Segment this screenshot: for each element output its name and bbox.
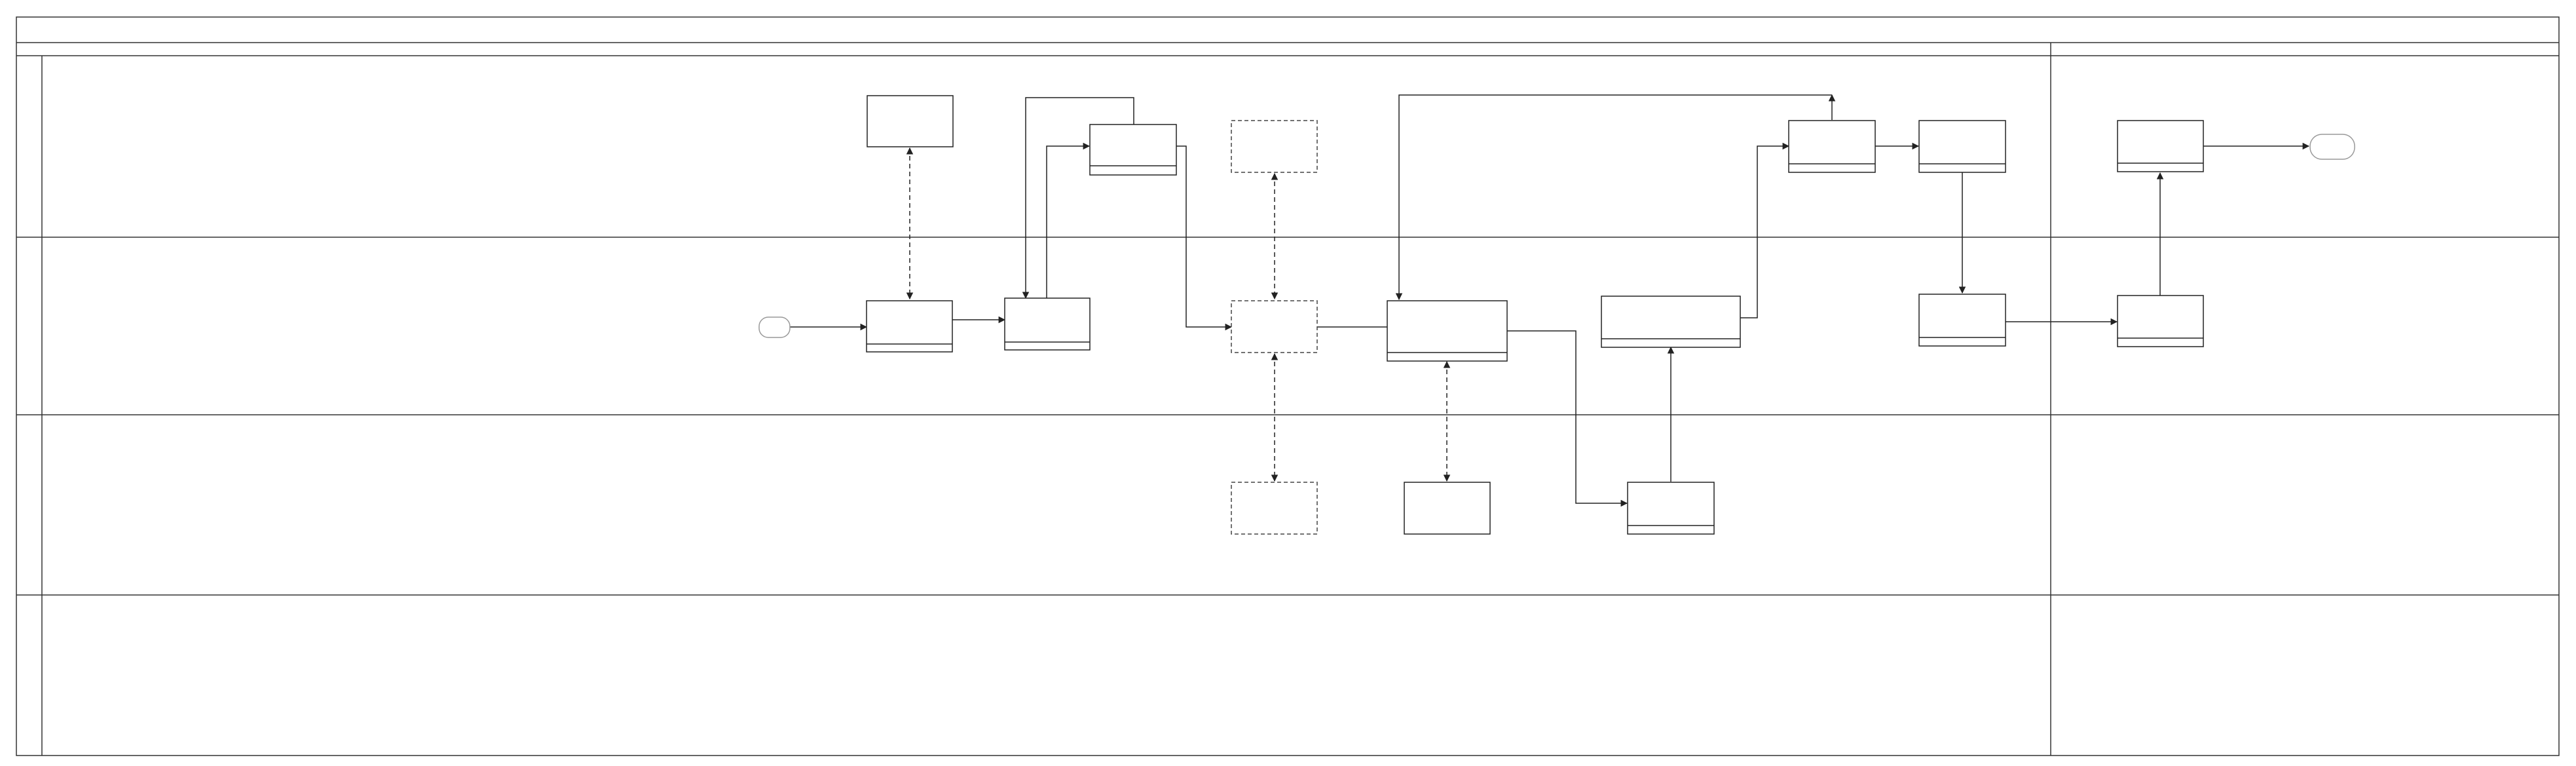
nodes [758,95,2355,535]
task-k[interactable] [2117,295,2204,347]
task-b[interactable] [1004,297,1091,351]
task-h[interactable] [1788,120,1876,173]
edge-task-c-to-gateway-d [1176,145,1233,331]
connectors [790,94,2310,507]
gateway-d[interactable] [1231,300,1318,353]
edge-task-b-to-task-c [1046,142,1091,298]
lanes [16,56,2559,756]
task-l[interactable] [2117,120,2204,172]
artifact-bottom-e[interactable] [1404,482,1491,535]
task-f[interactable] [1601,296,1741,348]
task-e[interactable] [1387,300,1508,362]
artifact-top-d[interactable] [1231,120,1318,173]
pool-border [16,16,2560,756]
task-a[interactable] [866,300,953,353]
start-event[interactable] [758,316,791,338]
end-event[interactable] [2309,134,2355,160]
task-j[interactable] [1918,294,2006,347]
artifact-bottom-d[interactable] [1231,482,1318,535]
edge-task-f-to-task-h [1740,142,1790,318]
task-g[interactable] [1627,482,1715,535]
edge-task-e-to-task-g [1507,330,1628,507]
artifact-top-a[interactable] [867,95,954,147]
pool [16,16,2560,756]
task-c[interactable] [1089,124,1177,176]
edge-task-c-to-task-b [1022,97,1134,299]
task-i[interactable] [1918,120,2006,173]
edge-task-h-to-task-e [1395,94,1832,301]
